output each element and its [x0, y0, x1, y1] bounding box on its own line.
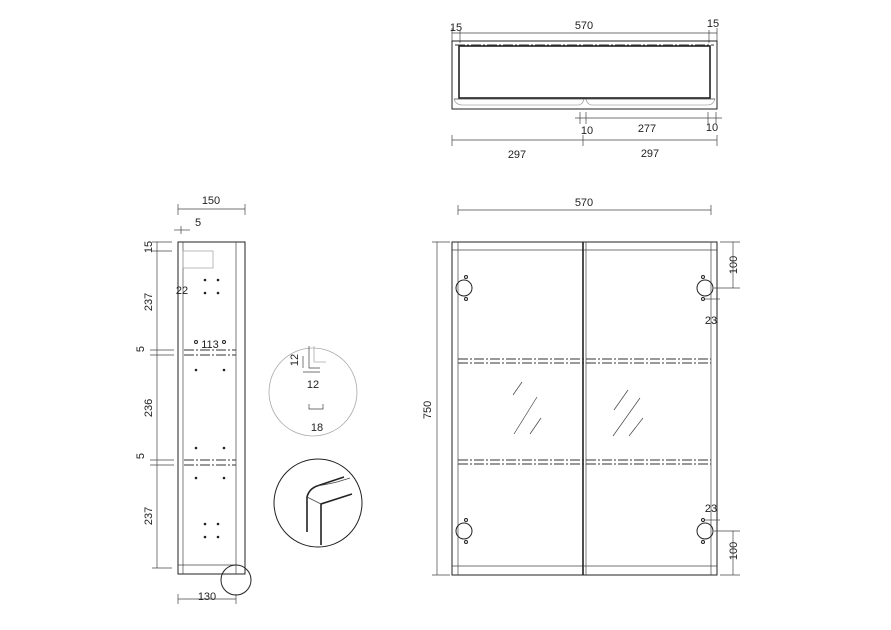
front-hinge-bottom-label: 100 [728, 542, 740, 560]
top-side-right-label: 15 [707, 18, 719, 30]
side-top-panel-label: 15 [143, 241, 155, 253]
side-shelf-2-label: 5 [135, 453, 147, 459]
side-hole-offset-label: 22 [176, 285, 188, 297]
top-view: 570 15 15 10 277 10 297 297 [450, 18, 722, 161]
front-hinge-top-offset-label: 23 [705, 315, 717, 327]
hinge-top-left [455, 279, 473, 297]
top-width-label: 570 [575, 20, 593, 32]
top-half-right-label: 297 [641, 148, 659, 160]
top-view-body [451, 40, 718, 110]
hinge-bottom-right [696, 522, 714, 540]
side-section-mid-label: 236 [143, 399, 155, 417]
front-hinge-top-label: 100 [728, 256, 740, 274]
top-gap-center-label: 10 [581, 125, 593, 137]
front-hinge-bottom-offset-label: 23 [705, 503, 717, 515]
detail-groove-width-label: 18 [311, 422, 323, 434]
side-depth-bottom-label: 130 [198, 591, 216, 603]
side-depth-top-label: 150 [202, 195, 220, 207]
top-door-inner-label: 277 [638, 123, 656, 135]
detail-edge-horizontal-label: 12 [307, 379, 319, 391]
side-panel-offset-label: 5 [195, 217, 201, 229]
front-view-body [451, 241, 718, 576]
side-section-bottom-label: 237 [143, 507, 155, 525]
hinge-top-right [696, 279, 714, 297]
top-gap-right-label: 10 [706, 122, 718, 134]
side-view-body [177, 241, 246, 575]
front-view: 570 750 [422, 197, 740, 576]
side-section-top-label: 237 [143, 293, 155, 311]
detail-edge-vertical-label: 12 [289, 354, 301, 366]
front-height-label: 750 [422, 401, 434, 419]
hinge-bottom-left [455, 522, 473, 540]
front-width-label: 570 [575, 197, 593, 209]
top-side-left-label: 15 [450, 22, 462, 34]
edge-detail-view: 12 12 18 [268, 346, 358, 437]
top-half-left-label: 297 [508, 149, 526, 161]
side-shelf-1-label: 5 [135, 346, 147, 352]
side-view: 150 5 22 113 [135, 195, 252, 604]
side-hole-spacing-label: 113 [201, 339, 219, 351]
corner-detail-view [273, 458, 363, 548]
